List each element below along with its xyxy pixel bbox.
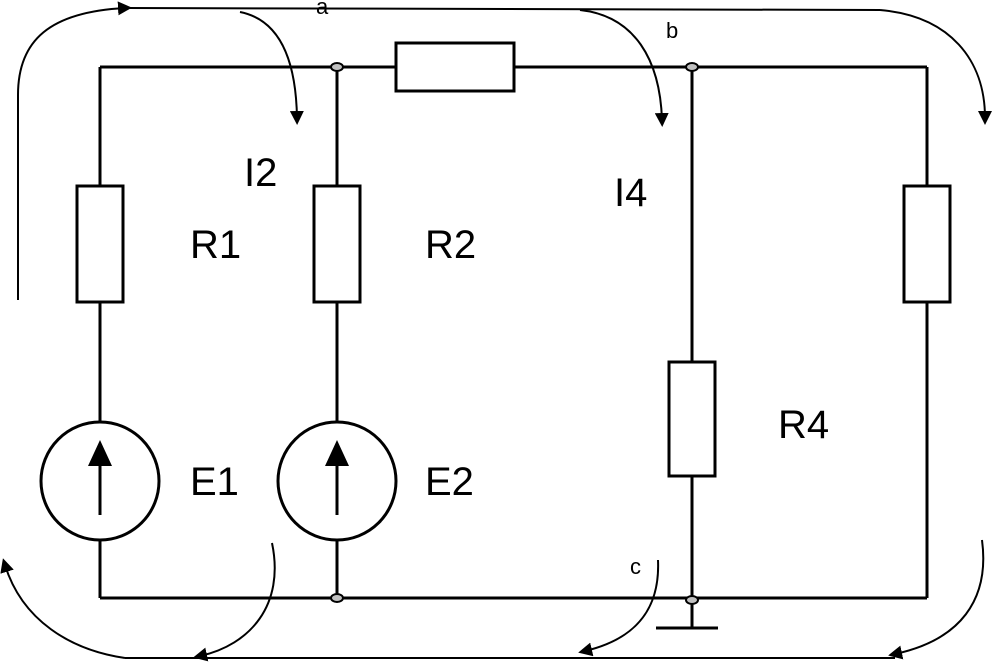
loop-arrow-e2-bottom (193, 542, 276, 662)
source-e2-arrowhead-icon (325, 440, 349, 466)
loop-arrow-right (879, 9, 992, 125)
node-a (330, 62, 344, 72)
label-e2: E2 (425, 460, 474, 504)
label-node-b: b (666, 18, 678, 43)
label-r2: R2 (425, 223, 476, 267)
resistor-r3 (394, 41, 516, 93)
resistor-r1 (75, 184, 125, 304)
resistor-r4 (667, 360, 717, 478)
resistor-r5 (902, 184, 952, 304)
label-r4: R4 (778, 403, 829, 447)
node-b (685, 62, 699, 72)
loop-arrow-a (239, 11, 304, 125)
node-c (685, 595, 699, 605)
loop-arrow-right-bottom (888, 539, 985, 660)
label-node-c: c (630, 554, 641, 579)
label-e1: E1 (190, 460, 239, 504)
label-node-a: a (316, 0, 329, 19)
loop-arrow-c-bottom (578, 559, 660, 657)
label-i2: I2 (244, 151, 277, 195)
label-i4: I4 (614, 171, 647, 215)
loop-arrow-outer-left (17, 1, 132, 300)
loop-arrow-b (579, 9, 669, 127)
loop-arrow-top-line (124, 7, 881, 11)
loop-arrow-outer-bottom-left (0, 558, 126, 659)
label-r1: R1 (190, 223, 241, 267)
resistor-r2 (312, 184, 362, 304)
source-e1-arrowhead-icon (88, 440, 112, 466)
node-bottom-left (330, 593, 344, 603)
